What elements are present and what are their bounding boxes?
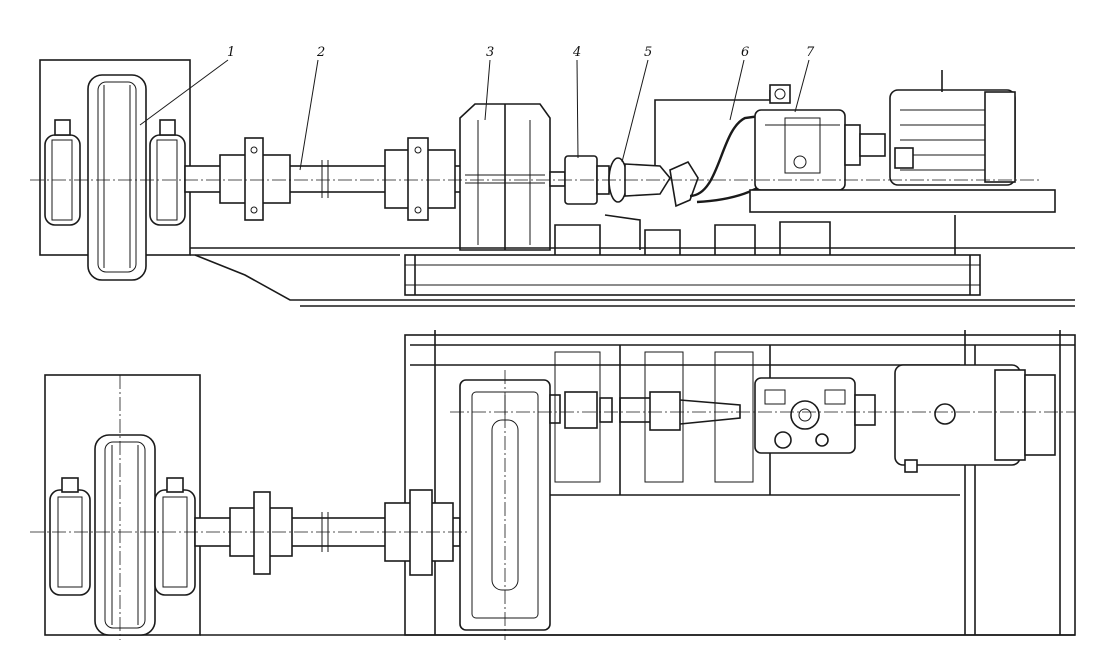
electric-motor-plan	[894, 364, 1056, 473]
shaft-coupling-left-plan	[229, 491, 293, 575]
callout-7: 7	[806, 45, 815, 60]
shaft-coupling-left	[219, 137, 291, 221]
rail-wheel	[87, 74, 147, 281]
leader-5	[621, 59, 649, 163]
callout-4: 4	[572, 45, 581, 60]
shaft-coupling-5-side	[608, 157, 699, 208]
leader-1	[139, 59, 229, 126]
leader-7	[794, 59, 810, 113]
plan-view	[30, 330, 1076, 640]
reduction-gearbox-side	[459, 103, 551, 251]
leader-6	[729, 59, 745, 121]
bearing-left-plan	[49, 477, 91, 596]
callout-3: 3	[486, 45, 494, 60]
bearing-right	[149, 119, 186, 226]
callout-5: 5	[644, 45, 652, 60]
rail-wheel-plan	[94, 434, 156, 636]
side-elevation-view	[30, 59, 1075, 307]
hydraulic-pump-unit-side	[754, 84, 886, 191]
callout-1: 1	[227, 45, 235, 60]
callout-6: 6	[741, 45, 749, 60]
leader-3	[484, 59, 491, 121]
frame-beams-side	[190, 215, 1075, 307]
electric-motor-side	[889, 70, 1016, 186]
bearing-left	[44, 119, 81, 226]
bearing-right-plan	[154, 477, 196, 596]
callout-labels: 1 2 3 4 5 6 7	[139, 45, 815, 171]
shaft-coupling-right-plan	[384, 489, 454, 576]
hydraulic-pump-unit-plan	[754, 377, 876, 454]
support-brackets	[554, 214, 831, 255]
leader-2	[299, 59, 319, 171]
shaft-coupling-right	[384, 137, 456, 221]
callout-2: 2	[316, 45, 325, 60]
leader-4	[576, 59, 579, 159]
motor-base	[749, 189, 1056, 213]
drive-line-plan	[549, 345, 771, 495]
